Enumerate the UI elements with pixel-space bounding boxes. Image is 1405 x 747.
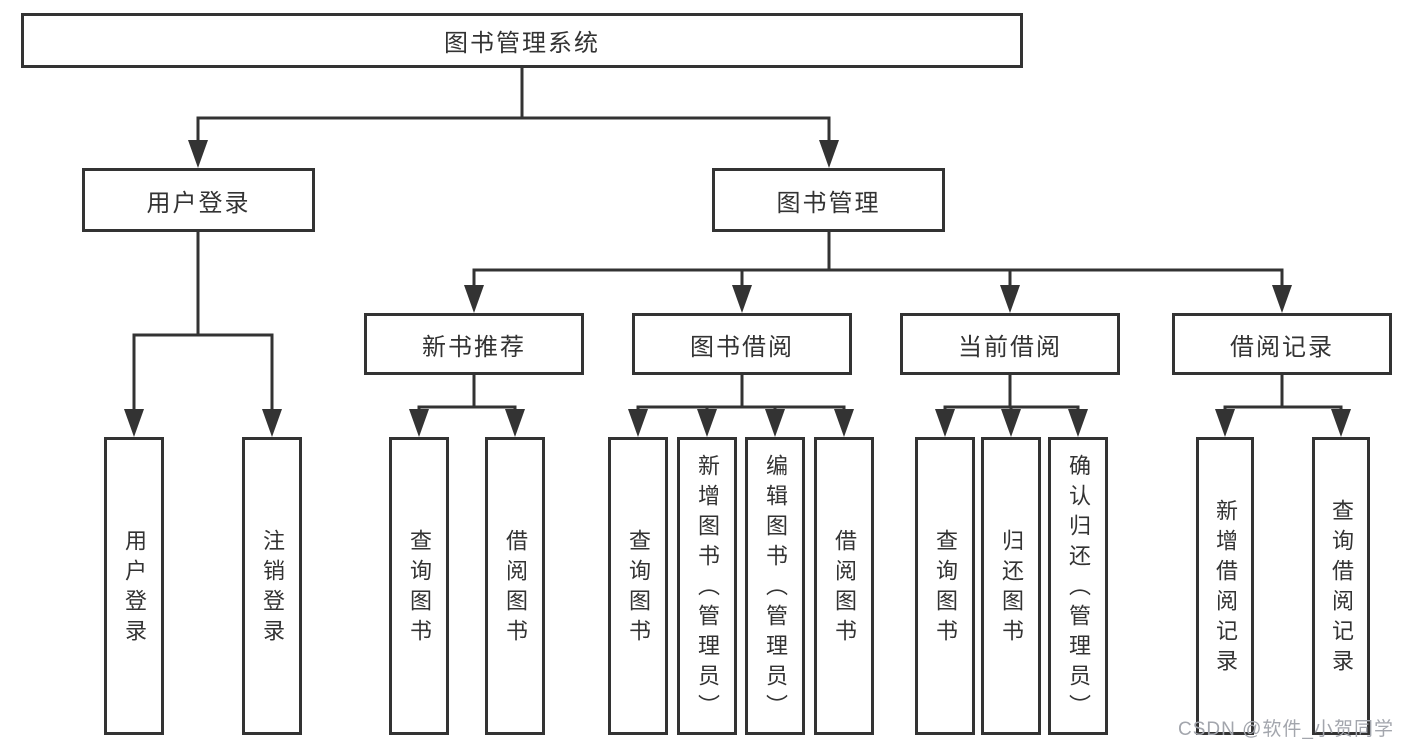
leaf-user-login: 用户登录 [104,437,164,735]
node-library-management-system: 图书管理系统 [21,13,1023,68]
node-book-borrowing: 图书借阅 [632,313,852,375]
connector-borrowing-records-children [1215,375,1351,437]
leaf-borrow-books-borrowing: 借阅图书 [814,437,874,735]
leaf-confirm-return-admin: 确认归还（管理员） [1048,437,1108,735]
leaf-query-books-current: 查询图书 [915,437,975,735]
leaf-borrow-books-recommend: 借阅图书 [485,437,545,735]
leaf-add-borrow-record: 新增借阅记录 [1196,437,1254,735]
connector-book-management-children [464,232,1292,313]
connector-current-borrowing-children [935,375,1088,437]
leaf-return-books: 归还图书 [981,437,1041,735]
leaf-query-borrow-record: 查询借阅记录 [1312,437,1370,735]
leaf-logout: 注销登录 [242,437,302,735]
leaf-edit-books-admin: 编辑图书（管理员） [745,437,805,735]
leaf-query-books-borrowing: 查询图书 [608,437,668,735]
csdn-watermark: CSDN @软件_小贺同学 [1178,719,1394,740]
node-user-login: 用户登录 [82,168,315,232]
connector-user-login-children [124,232,282,437]
leaf-add-books-admin: 新增图书（管理员） [677,437,737,735]
node-borrowing-records: 借阅记录 [1172,313,1392,375]
connector-book-borrowing-children [628,375,854,437]
node-book-management: 图书管理 [712,168,945,232]
connector-new-book-recommend-children [409,375,525,437]
node-new-book-recommend: 新书推荐 [364,313,584,375]
leaf-query-books-recommend: 查询图书 [389,437,449,735]
node-current-borrowing: 当前借阅 [900,313,1120,375]
connector-root-to-level2 [188,68,839,168]
